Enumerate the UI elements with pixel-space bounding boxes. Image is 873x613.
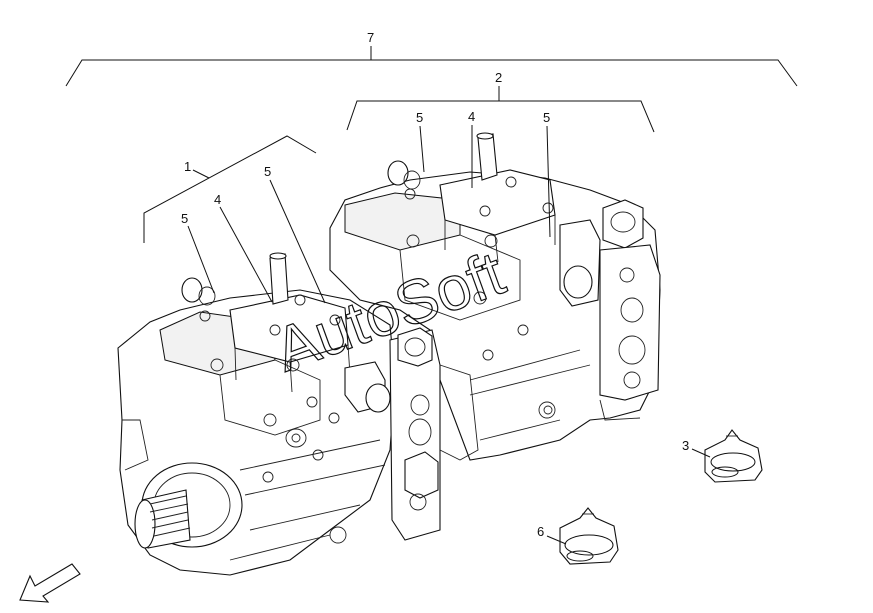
seal-kit-3	[691, 429, 763, 483]
callout-labels: 7 2 1 5 4 5 5 4 5 3 6	[181, 30, 689, 539]
orientation-arrow-icon	[19, 563, 81, 603]
callout-7: 7	[367, 30, 374, 45]
callout-5-front-right: 5	[264, 164, 271, 179]
seal-kit-6	[546, 507, 619, 565]
leader-lines	[187, 125, 551, 304]
callout-5-rear-right: 5	[543, 110, 550, 125]
bracket-7	[65, 46, 798, 87]
callout-6: 6	[537, 524, 544, 539]
front-pump-assembly	[117, 252, 396, 576]
callout-3: 3	[682, 438, 689, 453]
callout-5-front-left: 5	[181, 211, 188, 226]
bracket-1	[143, 135, 317, 243]
callout-1: 1	[184, 159, 191, 174]
callout-2: 2	[495, 70, 502, 85]
middle-port-block	[389, 327, 479, 541]
callout-4-rear: 4	[468, 109, 475, 124]
callout-4-front: 4	[214, 192, 221, 207]
rear-pump-assembly	[329, 132, 661, 461]
callout-5-rear-left: 5	[416, 110, 423, 125]
bracket-2	[346, 86, 655, 133]
